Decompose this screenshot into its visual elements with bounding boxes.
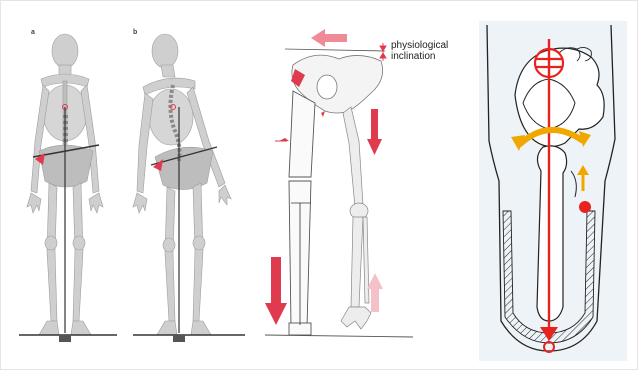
panel-a-skeleton-upright: a [17, 21, 121, 361]
annotation-line-1: physiological [391, 40, 471, 51]
panel-socket-diagram [479, 21, 627, 361]
physiological-inclination-label: physiological inclination [391, 40, 471, 62]
pelvis-leg-outline-icon [263, 21, 473, 361]
annotation-line-2: inclination [391, 51, 471, 62]
arrow-left-icon [311, 29, 347, 47]
panel-b-skeleton-tilted: b [129, 21, 249, 361]
arrow-down-large-icon [265, 257, 287, 325]
skeleton-front-icon [17, 21, 121, 361]
skeleton-tilted-icon [129, 21, 249, 361]
arrow-up-icon [367, 273, 383, 312]
arrow-down-icon [367, 109, 382, 155]
socket-diagram [479, 21, 627, 361]
panel-pelvis-legs: physiological inclination [263, 21, 473, 361]
